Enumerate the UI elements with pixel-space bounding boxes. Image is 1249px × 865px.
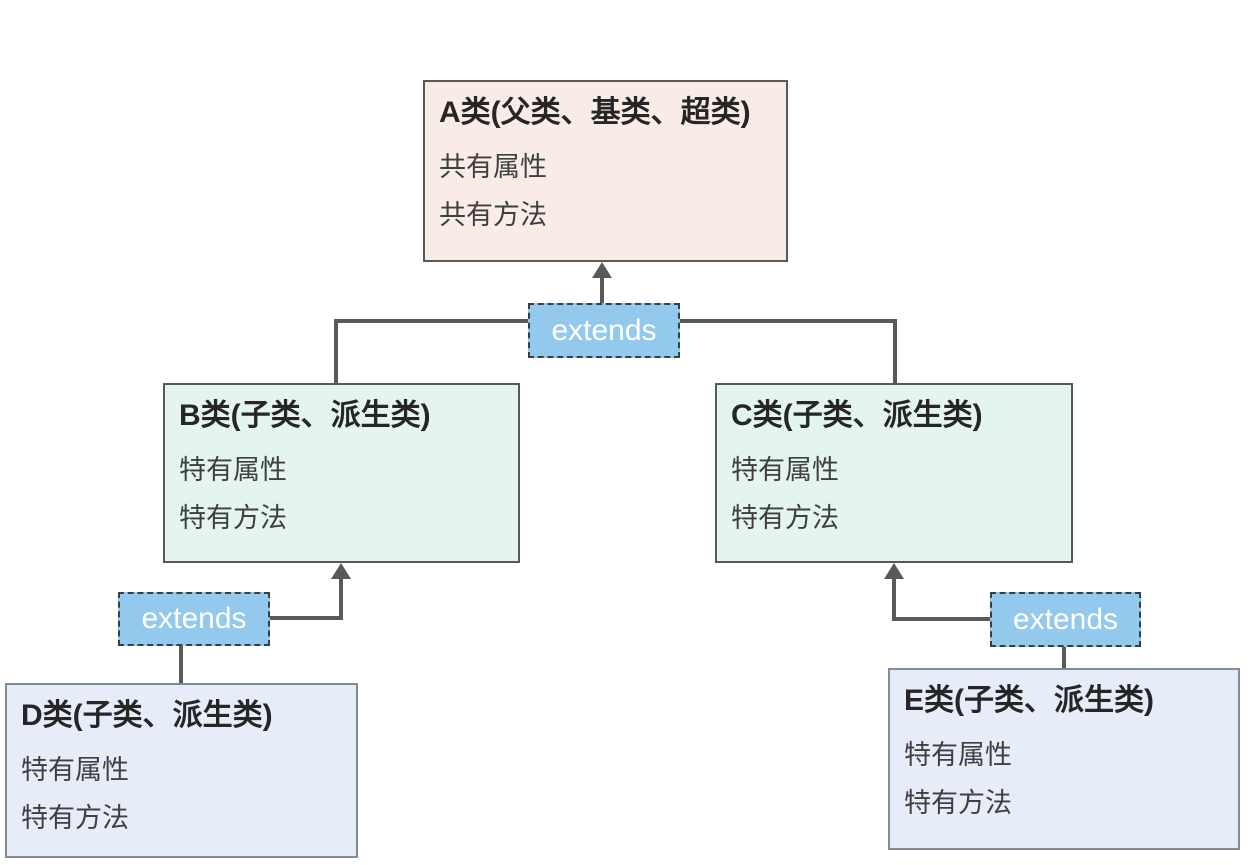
- connector-extends-top-to-a: [600, 274, 604, 304]
- class-box-c-member: 特有方法: [731, 503, 839, 533]
- connector-extends-left-vertical: [339, 577, 343, 620]
- class-box-a-title: A类(父类、基类、超类): [439, 96, 751, 129]
- class-box-b: B类(子类、派生类) 特有属性 特有方法: [163, 383, 520, 563]
- class-box-b-member: 特有方法: [179, 503, 287, 533]
- connector-extends-right-vertical: [892, 577, 896, 621]
- class-box-d-member: 特有属性: [21, 755, 129, 785]
- arrowhead-to-a-icon: [592, 262, 612, 278]
- class-box-d-title: D类(子类、派生类): [21, 699, 273, 732]
- class-box-c-title: C类(子类、派生类): [731, 399, 983, 432]
- class-box-b-title: B类(子类、派生类): [179, 399, 431, 432]
- connector-extends-right-to-e: [1062, 647, 1066, 668]
- class-box-d-member: 特有方法: [21, 803, 129, 833]
- class-box-e-title: E类(子类、派生类): [904, 684, 1154, 717]
- connector-extends-right-horizontal: [892, 617, 990, 621]
- extends-label-left-text: extends: [141, 602, 247, 635]
- extends-label-left: extends: [118, 592, 270, 646]
- connector-top-to-c: [893, 319, 897, 383]
- class-box-b-member: 特有属性: [179, 455, 287, 485]
- extends-label-right: extends: [990, 592, 1141, 647]
- class-box-a-member: 共有方法: [439, 200, 547, 230]
- class-box-e: E类(子类、派生类) 特有属性 特有方法: [888, 668, 1240, 850]
- class-box-e-member: 特有属性: [904, 740, 1012, 770]
- extends-label-top: extends: [528, 303, 680, 358]
- class-box-c-member: 特有属性: [731, 455, 839, 485]
- connector-top-to-b: [334, 319, 338, 383]
- class-box-a-member: 共有属性: [439, 152, 547, 182]
- arrowhead-to-b-icon: [331, 563, 351, 579]
- class-box-e-member: 特有方法: [904, 788, 1012, 818]
- class-box-d: D类(子类、派生类) 特有属性 特有方法: [5, 683, 358, 858]
- extends-label-right-text: extends: [1012, 602, 1119, 636]
- class-box-a: A类(父类、基类、超类) 共有属性 共有方法: [423, 80, 788, 262]
- extends-label-top-text: extends: [551, 313, 657, 347]
- arrowhead-to-c-icon: [884, 563, 904, 579]
- connector-extends-left-to-d: [179, 646, 183, 683]
- class-box-c: C类(子类、派生类) 特有属性 特有方法: [715, 383, 1073, 563]
- connector-extends-left-horizontal: [270, 616, 343, 620]
